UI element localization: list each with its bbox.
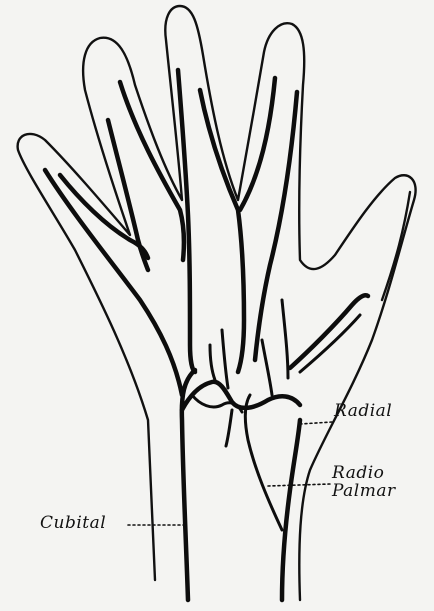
- little-finger-artery: [45, 170, 182, 395]
- thumb-inner-outline: [382, 192, 410, 300]
- palm-branch-4: [282, 300, 288, 378]
- index-finger-artery-2: [255, 92, 297, 360]
- thumb-branch: [290, 295, 368, 368]
- palmar-arch: [182, 382, 300, 410]
- radial-label: Radial: [334, 402, 392, 420]
- cubital-label: Cubital: [40, 514, 106, 532]
- palm-branch-2: [222, 330, 228, 388]
- radio-palmar-label-line1: Radio: [332, 464, 396, 482]
- radio-palmar-leader-line: [268, 484, 330, 486]
- radio-palmar-label-line2: Palmar: [332, 482, 396, 500]
- deep-arch-loop: [192, 395, 242, 412]
- thumb-branch-inner: [300, 315, 360, 372]
- radial-artery: [282, 420, 300, 600]
- palm-branch-3: [262, 340, 272, 395]
- radio-palmar-label: Radio Palmar: [332, 464, 396, 500]
- index-finger-artery: [240, 78, 275, 210]
- palm-branch-1: [210, 345, 215, 380]
- deep-arch-branch: [226, 410, 232, 446]
- radio-palmar-branch: [245, 395, 282, 530]
- radial-leader-line: [300, 422, 332, 424]
